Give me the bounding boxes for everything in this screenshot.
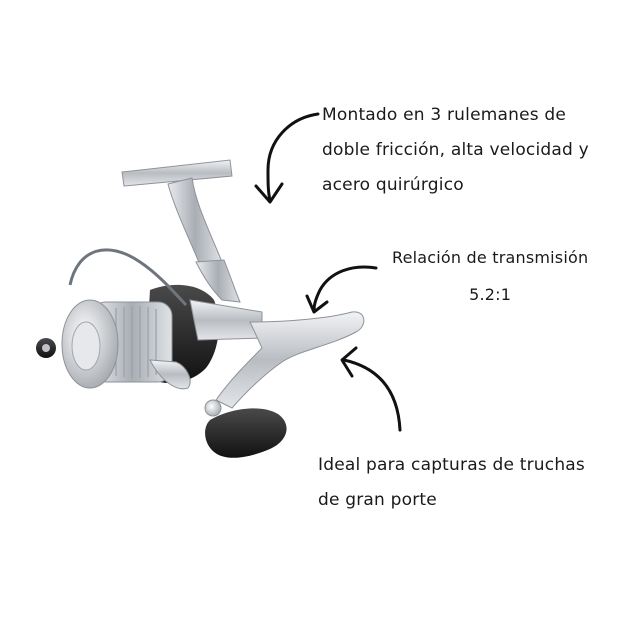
reel-foot <box>121 159 233 266</box>
reel-handle-arm <box>204 311 365 417</box>
callout-ratio: Relación de transmisión 5.2:1 <box>392 240 588 312</box>
callout-ratio-line1: Relación de transmisión <box>392 248 589 267</box>
callout-bearings-line1: Montado en 3 rulemanes de <box>322 105 567 125</box>
reel-handle-knob <box>205 408 287 458</box>
reel-rotor-guard <box>149 359 191 390</box>
callout-bearings-line3: acero quirúrgico <box>322 175 464 195</box>
callout-ratio-value: 5.2:1 <box>469 285 512 304</box>
callout-usage: Ideal para capturas de truchas de gran p… <box>318 448 585 518</box>
callout-bearings-line2: doble fricción, alta velocidad y <box>322 140 589 160</box>
reel-bail-wire <box>68 248 188 307</box>
callout-bearings: Montado en 3 rulemanes de doble fricción… <box>322 98 589 203</box>
callout-usage-line1: Ideal para capturas de truchas <box>318 455 585 475</box>
reel-spool <box>36 299 173 389</box>
callout-usage-line2: de gran porte <box>318 490 437 510</box>
